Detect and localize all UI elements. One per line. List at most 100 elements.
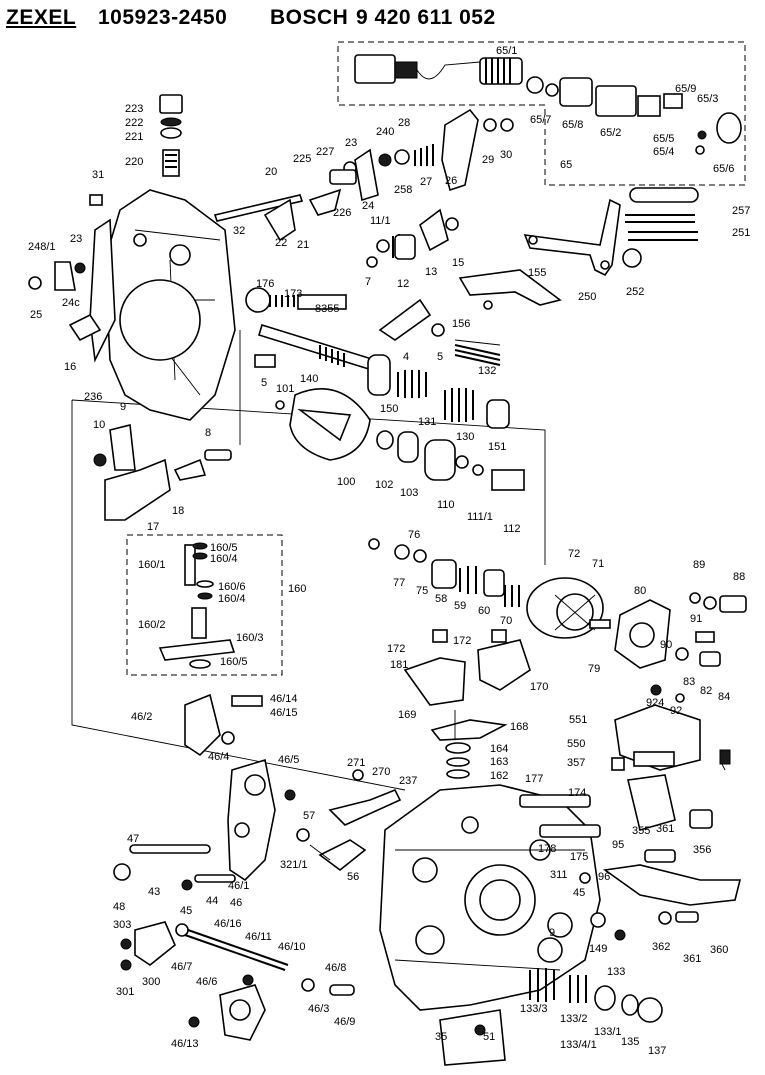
callout-103: 103 xyxy=(400,487,418,499)
callout-357: 357 xyxy=(567,757,585,769)
callout-22: 22 xyxy=(275,237,287,249)
callout-102: 102 xyxy=(375,479,393,491)
spring-group-133 xyxy=(529,912,663,1023)
callout-46-10: 46/10 xyxy=(278,941,306,953)
callout-70: 70 xyxy=(500,615,512,627)
callout-169: 169 xyxy=(398,709,416,721)
callout-240: 240 xyxy=(376,126,394,138)
callout-15: 15 xyxy=(452,257,464,269)
callout-227: 227 xyxy=(316,146,334,158)
pump-outline-lines xyxy=(71,330,546,791)
callout-361-top: 361 xyxy=(656,823,674,835)
bosch-part-number: 9 420 611 052 xyxy=(356,6,496,29)
callout-75: 75 xyxy=(416,585,428,597)
callout-140: 140 xyxy=(300,373,318,385)
callout-160: 160 xyxy=(288,583,306,595)
callout-162: 162 xyxy=(490,770,508,782)
bolts-174-178 xyxy=(519,794,601,884)
callout-311: 311 xyxy=(550,869,568,881)
callout-271: 271 xyxy=(347,757,365,769)
callout-45-left: 45 xyxy=(180,905,192,917)
callout-133-2: 133/2 xyxy=(560,1013,588,1025)
callout-131: 131 xyxy=(418,416,436,428)
maker-label: ZEXEL xyxy=(6,6,77,29)
callout-8: 8 xyxy=(205,427,211,439)
callout-65: 65 xyxy=(560,159,572,171)
callout-362: 362 xyxy=(652,941,670,953)
callout-17: 17 xyxy=(147,521,159,533)
callout-133-3: 133/3 xyxy=(520,1003,548,1015)
callout-20: 20 xyxy=(265,166,277,178)
callout-110: 110 xyxy=(437,499,455,511)
lever-group-56-57-270 xyxy=(296,769,402,872)
callout-30: 30 xyxy=(500,149,512,161)
callout-133: 133 xyxy=(607,966,625,978)
callout-257: 257 xyxy=(732,205,750,217)
callout-170: 170 xyxy=(530,681,548,693)
callout-4: 4 xyxy=(403,351,409,363)
callout-236: 236 xyxy=(84,391,102,403)
solenoid-assembly-65 xyxy=(354,54,742,155)
callout-65-4: 65/4 xyxy=(653,146,674,158)
callout-91: 91 xyxy=(690,613,702,625)
callout-174: 174 xyxy=(568,787,586,799)
callout-26: 26 xyxy=(445,175,457,187)
callout-59: 59 xyxy=(454,600,466,612)
callout-137: 137 xyxy=(648,1045,666,1057)
callout-160-3: 160/3 xyxy=(236,632,264,644)
callout-95: 95 xyxy=(612,839,624,851)
callout-160-4-mid: 160/4 xyxy=(218,593,246,605)
callout-89: 89 xyxy=(693,559,705,571)
group-160-parts xyxy=(158,542,236,669)
callout-32: 32 xyxy=(233,225,245,237)
callout-25: 25 xyxy=(30,309,42,321)
middle-upper-parts xyxy=(366,208,501,366)
callout-356: 356 xyxy=(693,844,711,856)
callout-258: 258 xyxy=(394,184,412,196)
callout-321-1: 321/1 xyxy=(280,859,308,871)
callout-168: 168 xyxy=(510,721,528,733)
flyweight-assembly-100 xyxy=(254,354,371,461)
callout-46-9: 46/9 xyxy=(334,1016,355,1028)
callout-5-top: 5 xyxy=(437,351,443,363)
callout-71: 71 xyxy=(592,558,604,570)
screw-plug-223 xyxy=(159,94,183,177)
callout-160-1: 160/1 xyxy=(138,559,166,571)
callout-46-13: 46/13 xyxy=(171,1038,199,1050)
callout-5-left: 5 xyxy=(261,377,267,389)
callout-8355: 8355 xyxy=(315,303,339,315)
callout-65-8: 65/8 xyxy=(562,119,583,131)
callout-156: 156 xyxy=(452,318,470,330)
callout-57: 57 xyxy=(303,810,315,822)
callout-28: 28 xyxy=(398,117,410,129)
callout-90: 90 xyxy=(660,639,672,651)
callout-135: 135 xyxy=(621,1036,639,1048)
callout-251: 251 xyxy=(732,227,750,239)
callout-270: 270 xyxy=(372,766,390,778)
callout-24: 24 xyxy=(362,200,374,212)
callout-160-5-top: 160/5 xyxy=(210,542,238,554)
callout-172-left: 172 xyxy=(387,643,405,655)
callout-65-3: 65/3 xyxy=(697,93,718,105)
callout-172-right: 172 xyxy=(453,635,471,647)
callout-77: 77 xyxy=(393,577,405,589)
callout-35: 35 xyxy=(435,1031,447,1043)
callout-301: 301 xyxy=(116,986,134,998)
callout-44: 44 xyxy=(206,895,218,907)
sleeve-parts-102-112 xyxy=(376,430,525,491)
callout-65-9: 65/9 xyxy=(675,83,696,95)
callout-551: 551 xyxy=(569,714,587,726)
callout-101: 101 xyxy=(276,383,294,395)
callout-112: 112 xyxy=(503,523,521,535)
callout-labels: 65/1 65/7 65/8 65/2 65/9 65/3 65/5 65/4 … xyxy=(28,45,750,1057)
callout-46-3: 46/3 xyxy=(308,1003,329,1015)
callout-13: 13 xyxy=(425,266,437,278)
callout-96: 96 xyxy=(598,871,610,883)
callout-51: 51 xyxy=(483,1031,495,1043)
callout-46-4: 46/4 xyxy=(208,751,229,763)
callout-46-14: 46/14 xyxy=(270,693,298,705)
callout-18: 18 xyxy=(172,505,184,517)
callout-163: 163 xyxy=(490,756,508,768)
pump-body xyxy=(379,784,601,1066)
